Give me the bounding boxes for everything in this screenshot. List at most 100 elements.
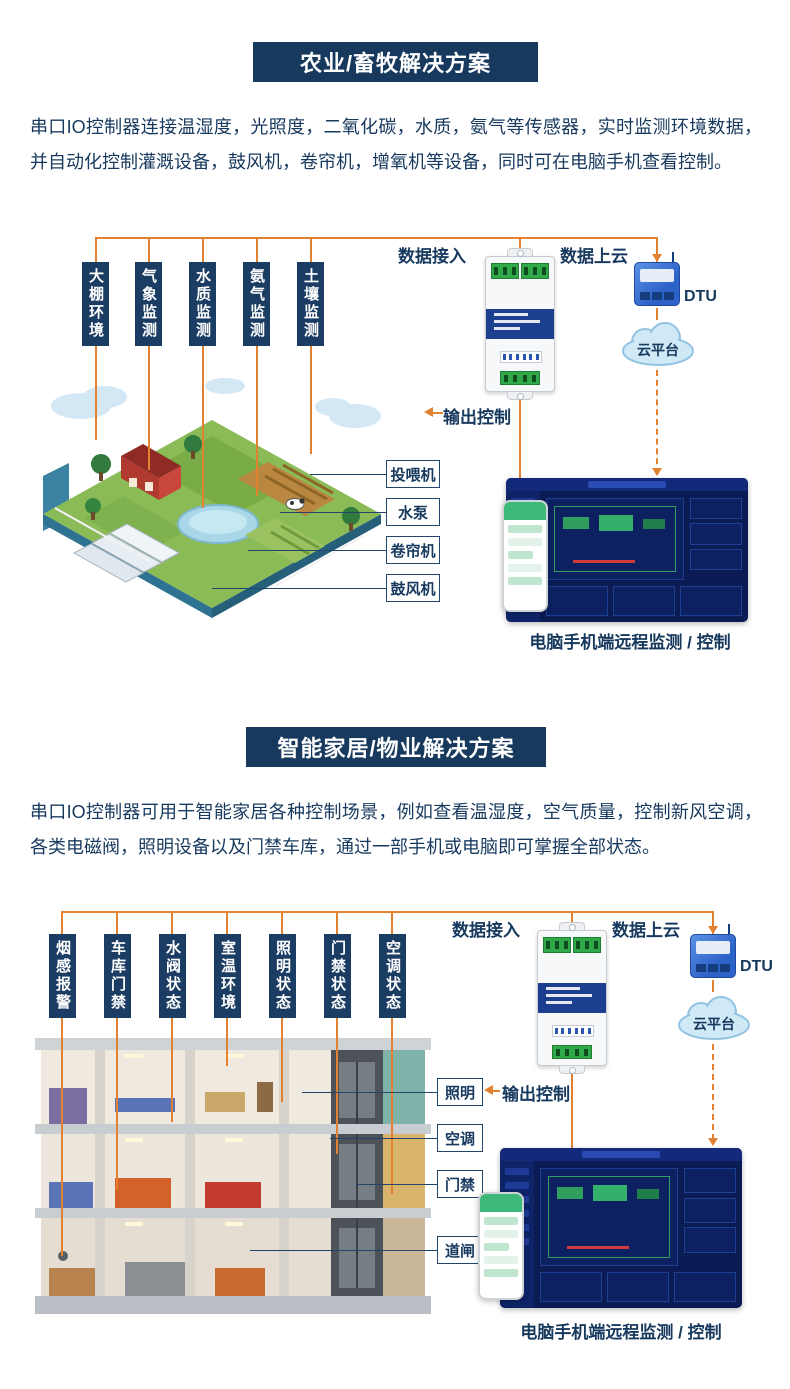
equipment-label-ac: 空调 [437, 1124, 483, 1152]
equipment-label-feeder: 投喂机 [386, 460, 440, 488]
mount-ear [507, 391, 533, 400]
section1-title-banner: 农业/畜牧解决方案 [253, 42, 538, 82]
arrow-into-dashboard [708, 1138, 718, 1146]
sensor-label-ammonia: 氨气监测 [243, 262, 270, 346]
equipment-connector [330, 1138, 437, 1139]
dashed-link [712, 1044, 714, 1140]
connector-line [712, 911, 714, 934]
connector-line [281, 911, 283, 934]
antenna [672, 252, 674, 264]
data-to-cloud-label: 数据上云 [560, 247, 628, 266]
connector-line [519, 237, 521, 256]
output-line [519, 392, 521, 478]
connector-line [256, 237, 258, 262]
connector-line [391, 911, 393, 934]
equipment-connector [310, 474, 386, 475]
dtu-device [690, 924, 736, 978]
mount-ear [507, 248, 533, 257]
dtu-device [634, 252, 680, 306]
equipment-connector [280, 512, 386, 513]
farm-illustration [43, 378, 381, 618]
connector-line [226, 911, 228, 934]
sensor-label-water-quality: 水质监测 [189, 262, 216, 346]
building-illustration [35, 1038, 431, 1314]
sensor-label-water-valve: 水阀状态 [159, 934, 186, 1018]
output-line [571, 1066, 573, 1148]
sensor-label-weather: 气象监测 [135, 262, 162, 346]
connector-line [116, 911, 118, 934]
section2-title-banner: 智能家居/物业解决方案 [246, 727, 546, 767]
mobile-app-screenshot [478, 1192, 524, 1300]
sensor-label-garage-access: 车库门禁 [104, 934, 131, 1018]
connector-line [336, 911, 338, 934]
equipment-connector [356, 1184, 437, 1185]
connector-line [148, 237, 150, 262]
section1-description: 串口IO控制器连接温湿度，光照度，二氧化碳，水质，氨气等传感器，实时监测环境数据… [30, 117, 762, 173]
terminal-blocks [491, 263, 549, 279]
arrow-into-dtu [652, 254, 662, 262]
output-control-label: 输出控制 [443, 408, 511, 427]
connector-line [171, 1018, 173, 1122]
equipment-label-barrier: 道闸 [437, 1236, 483, 1264]
output-arrow-tail [433, 412, 443, 414]
terminal-blocks [543, 937, 601, 953]
equipment-label-blower: 鼓风机 [386, 574, 440, 602]
data-to-cloud-label: 数据上云 [612, 921, 680, 940]
bottom-terminal [552, 1045, 592, 1059]
equipment-connector [212, 588, 386, 589]
sensor-label-smoke-alarm: 烟感报警 [49, 934, 76, 1018]
equipment-connector [250, 1250, 437, 1251]
connector-line [171, 911, 173, 934]
bottom-terminal [500, 371, 540, 385]
connector-line [148, 346, 150, 470]
device-label-band [538, 983, 606, 1013]
connector-line [61, 911, 63, 934]
cloud-platform: 云平台 [678, 996, 750, 1040]
mount-ear [559, 1065, 585, 1074]
dtu-label: DTU [740, 958, 773, 975]
antenna [728, 924, 730, 936]
connector-line [310, 237, 312, 262]
connector-line [95, 237, 97, 262]
cloud-platform: 云平台 [622, 322, 694, 366]
connector-line [310, 346, 312, 454]
sensor-label-ac-status: 空调状态 [379, 934, 406, 1018]
dashed-link [656, 308, 658, 320]
section2-description: 串口IO控制器可用于智能家居各种控制场景，例如查看温湿度，空气质量，控制新风空调… [30, 802, 762, 858]
connector-line [336, 1018, 338, 1154]
data-in-label: 数据接入 [452, 921, 520, 940]
connector-line [202, 237, 204, 262]
arrow-into-dtu [708, 926, 718, 934]
output-arrow [424, 407, 433, 417]
cloud-platform-label: 云平台 [637, 342, 679, 358]
device-label-band [486, 309, 554, 339]
connector-line [391, 1018, 393, 1194]
dashed-link [712, 980, 714, 992]
equipment-label-access: 门禁 [437, 1170, 483, 1198]
equipment-label-lighting: 照明 [437, 1078, 483, 1106]
equipment-connector [248, 550, 386, 551]
pc-dashboard-screenshot [506, 478, 748, 622]
connector-line [61, 1018, 63, 1256]
output-arrow [484, 1085, 493, 1095]
section2-caption: 电脑手机端远程监测 / 控制 [520, 1323, 722, 1342]
pc-dashboard-screenshot [500, 1148, 742, 1308]
sensor-label-greenhouse-env: 大棚环境 [82, 262, 109, 346]
equipment-label-pump: 水泵 [386, 498, 440, 526]
cloud-platform-label: 云平台 [693, 1016, 735, 1032]
output-arrow-tail [493, 1090, 500, 1092]
connector-line [202, 346, 204, 508]
sensor-label-lighting-status: 照明状态 [269, 934, 296, 1018]
mount-ear [559, 922, 585, 931]
mobile-app-screenshot [502, 500, 548, 612]
data-in-label: 数据接入 [398, 247, 466, 266]
output-control-label: 输出控制 [502, 1085, 570, 1104]
arrow-into-dashboard [652, 468, 662, 476]
connector-line [571, 911, 573, 930]
sensor-label-access-status: 门禁状态 [324, 934, 351, 1018]
io-controller-device [537, 922, 607, 1074]
connector-line [95, 346, 97, 440]
connector-line [226, 1018, 228, 1066]
sensor-label-soil: 土壤监测 [297, 262, 324, 346]
